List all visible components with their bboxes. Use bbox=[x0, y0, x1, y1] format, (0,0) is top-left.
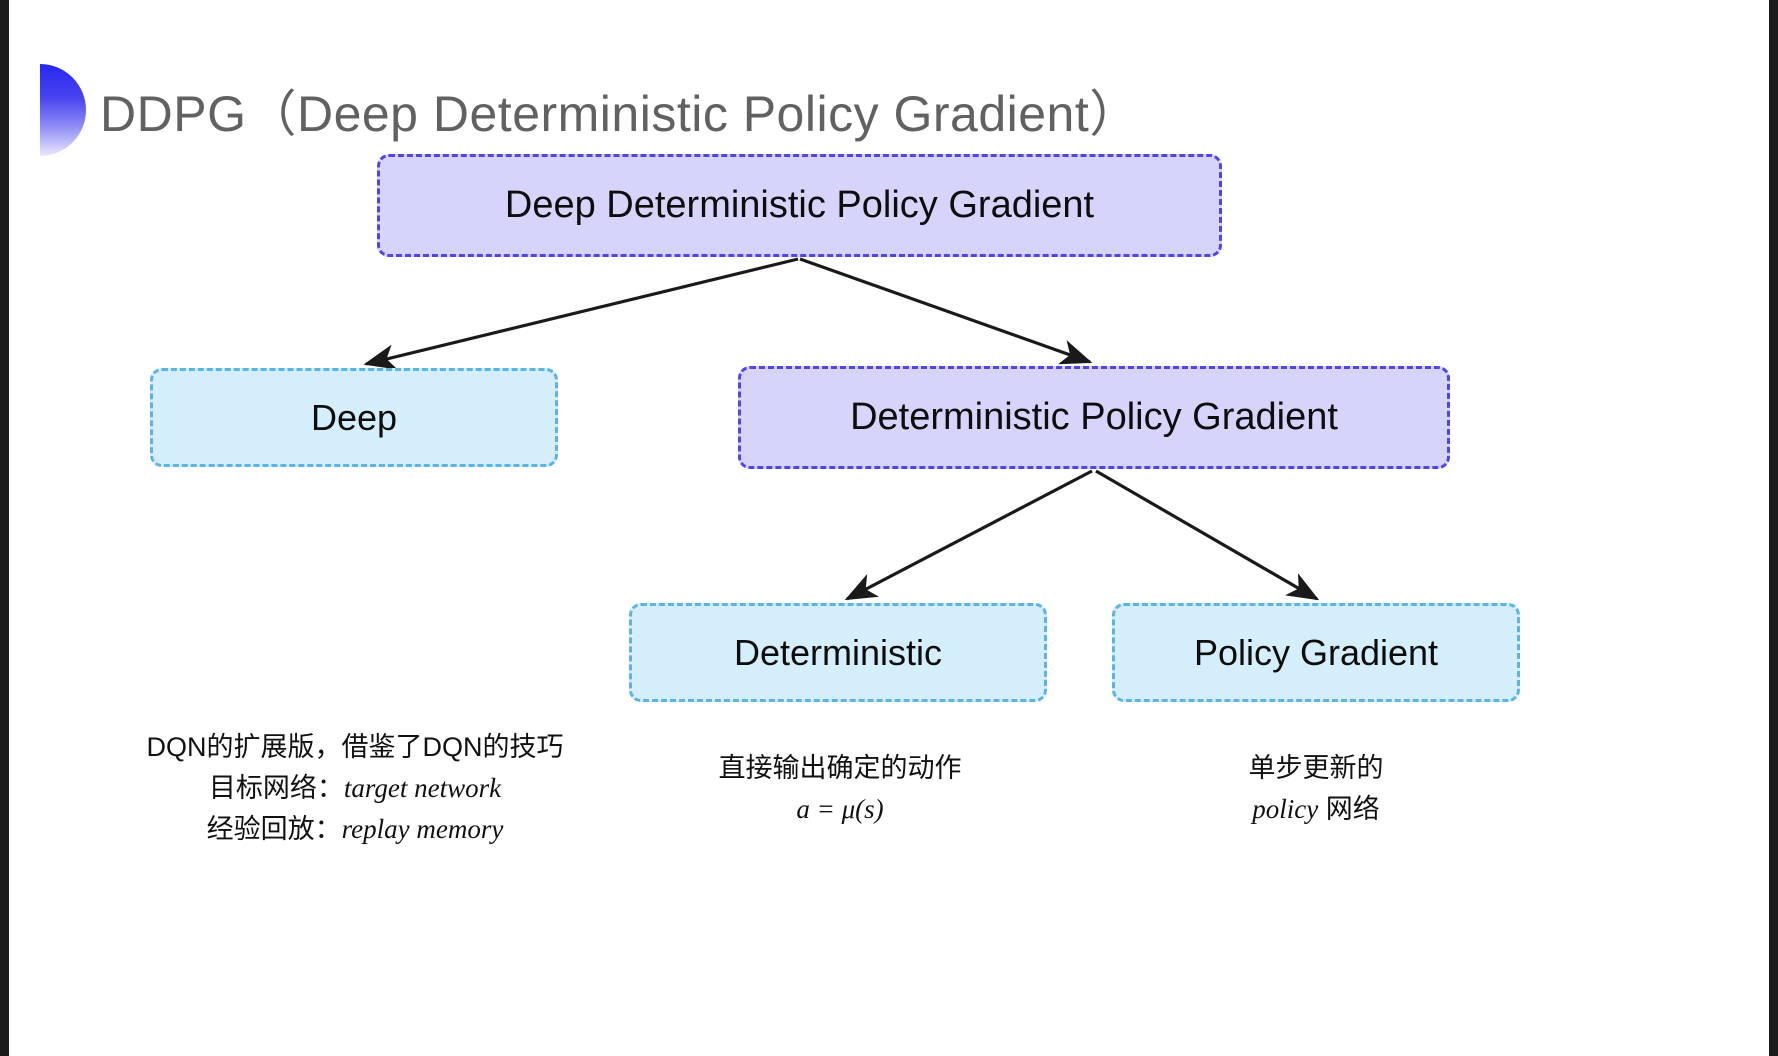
node-deep[interactable]: Deep bbox=[150, 368, 558, 467]
caption-deterministic-formula: a = μ(s) bbox=[796, 794, 884, 825]
left-edge-bar bbox=[0, 0, 9, 1056]
caption-deep-line-3-term: replay memory bbox=[341, 814, 504, 845]
node-deterministic-policy-gradient[interactable]: Deterministic Policy Gradient bbox=[738, 366, 1450, 469]
right-edge-bar bbox=[1769, 0, 1778, 1056]
page-title: DDPG（Deep Deterministic Policy Gradient） bbox=[100, 86, 1140, 142]
edge-root-to-dpg bbox=[799, 257, 1093, 365]
caption-policy-gradient-line-2: policy 网络 bbox=[1130, 789, 1502, 830]
half-circle-bullet-icon bbox=[40, 64, 86, 156]
caption-deep-line-2: 目标网络：target network bbox=[95, 768, 615, 809]
edge-root-to-deep bbox=[363, 257, 799, 370]
caption-deep-line-2-label: 目标网络： bbox=[208, 773, 344, 804]
node-deterministic[interactable]: Deterministic bbox=[629, 603, 1047, 702]
caption-deep-line-2-term: target network bbox=[343, 773, 502, 804]
caption-policy-gradient: 单步更新的 policy 网络 bbox=[1130, 748, 1502, 830]
caption-deterministic-line-1: 直接输出确定的动作 bbox=[718, 753, 962, 783]
caption-deep: DQN的扩展版，借鉴了DQN的技巧 目标网络：target network 经验… bbox=[95, 727, 615, 850]
caption-policy-gradient-suffix: 网络 bbox=[1318, 794, 1380, 825]
edge-dpg-to-deterministic bbox=[844, 469, 1093, 601]
caption-deep-line-3-label: 经验回放： bbox=[206, 814, 342, 845]
caption-policy-gradient-term: policy bbox=[1252, 794, 1319, 825]
node-policy-gradient[interactable]: Policy Gradient bbox=[1112, 603, 1520, 702]
node-deep-deterministic-policy-gradient[interactable]: Deep Deterministic Policy Gradient bbox=[377, 154, 1222, 257]
caption-deep-line-1: DQN的扩展版，借鉴了DQN的技巧 bbox=[146, 732, 564, 762]
caption-deterministic: 直接输出确定的动作 a = μ(s) bbox=[650, 748, 1030, 830]
edge-dpg-to-policy-gradient bbox=[1095, 469, 1320, 601]
caption-deep-line-3: 经验回放：replay memory bbox=[95, 809, 615, 850]
caption-policy-gradient-line-1: 单步更新的 bbox=[1248, 753, 1384, 783]
slide-title-row: DDPG（Deep Deterministic Policy Gradient） bbox=[40, 62, 1140, 158]
